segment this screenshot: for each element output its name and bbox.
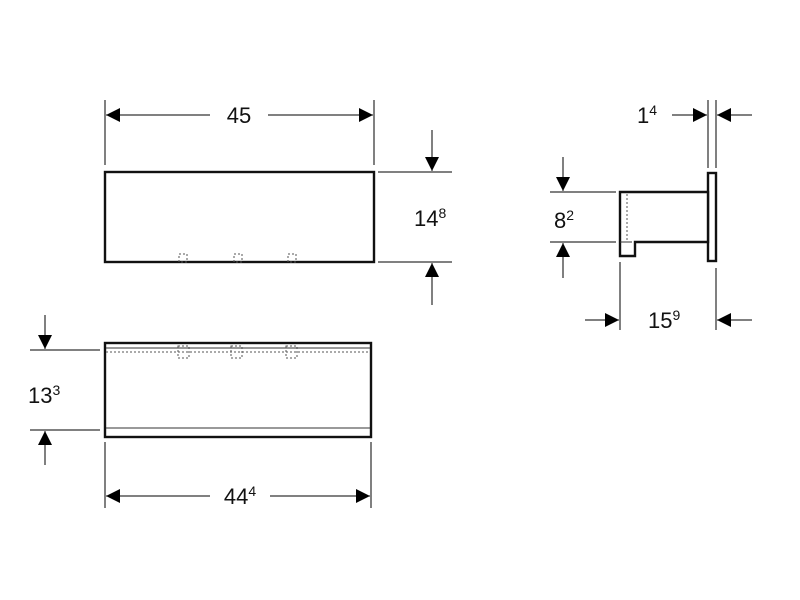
mount-slot <box>233 253 243 263</box>
dimension-label-side-thickness: 14 <box>637 102 657 128</box>
top-view-body <box>103 170 376 264</box>
mount-slot <box>177 345 190 359</box>
dimension-label-top-height: 148 <box>414 205 446 231</box>
dimension-label-front-height: 133 <box>28 382 60 408</box>
side-shelf-profile <box>618 190 710 258</box>
mount-slot <box>230 345 243 359</box>
mount-slot <box>178 253 188 263</box>
dimension-label-front-width: 444 <box>224 483 256 509</box>
top-view: 45 148 <box>103 100 452 305</box>
dimension-label-side-height: 82 <box>554 207 574 233</box>
dimension-label-top-width: 45 <box>227 103 251 128</box>
front-view: 133 444 <box>28 315 373 509</box>
dimension-label-side-depth: 159 <box>648 307 680 333</box>
mount-slot <box>287 253 297 263</box>
side-view: 14 82 159 <box>550 100 752 333</box>
mount-slot <box>285 345 298 359</box>
front-view-body <box>103 341 373 439</box>
